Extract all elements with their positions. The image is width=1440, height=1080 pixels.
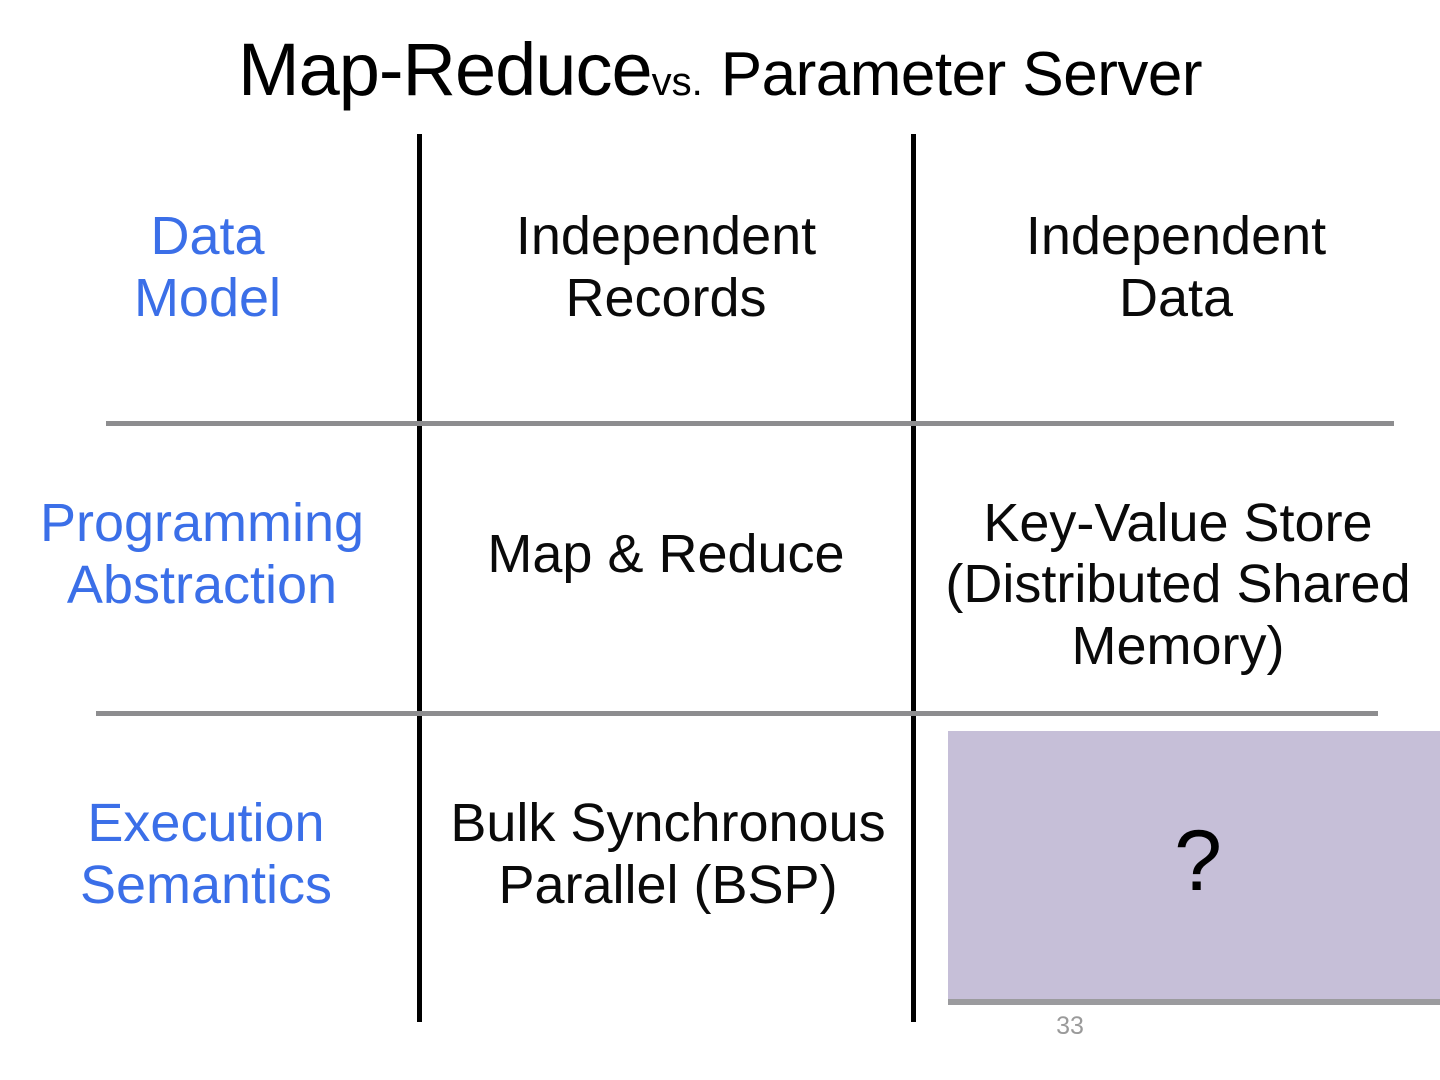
cell-paramserver-data-model: Independent Data: [916, 185, 1436, 350]
cell-paramserver-programming-abstraction: Key-Value Store (Distributed Shared Memo…: [916, 470, 1440, 700]
slide-title: Map-Reducevs. Parameter Server: [0, 26, 1440, 114]
cell-mapreduce-programming-abstraction: Map & Reduce: [487, 524, 845, 585]
column-divider-right: [911, 134, 916, 1022]
row-label-execution-semantics-line2: Semantics: [79, 854, 333, 915]
row-divider-2: [96, 711, 1378, 716]
cell-mapreduce-data-model: Independent Records: [422, 185, 910, 350]
row-label-programming-abstraction-line2: Abstraction: [66, 554, 338, 615]
cell-mapreduce-execution-semantics: Bulk Synchronous Parallel (BSP): [418, 772, 918, 937]
row-label-data-model-line2: Model: [133, 267, 282, 328]
cell-mapreduce-data-model-line2: Records: [565, 267, 767, 328]
row-label-execution-semantics-line1: Execution: [87, 792, 325, 853]
row-label-data-model: Data Model: [0, 185, 415, 350]
slide-number: 33: [1056, 1012, 1084, 1040]
cell-paramserver-data-model-line2: Data: [1118, 267, 1234, 328]
title-left-term: Map-Reduce: [237, 28, 653, 111]
row-label-programming-abstraction: Programming Abstraction: [0, 472, 412, 637]
cell-mapreduce-execution-semantics-line2: Parallel (BSP): [498, 854, 838, 915]
cell-paramserver-data-model-line1: Independent: [1025, 205, 1327, 266]
cell-mapreduce-execution-semantics-line1: Bulk Synchronous: [450, 792, 886, 853]
cell-paramserver-execution-semantics-placeholder: ?: [948, 731, 1440, 1005]
cell-paramserver-programming-abstraction-line2: (Distributed Shared: [945, 554, 1411, 615]
row-label-data-model-line1: Data: [150, 205, 265, 266]
cell-mapreduce-data-model-line1: Independent: [515, 205, 817, 266]
title-right-term: Parameter Server: [720, 40, 1203, 109]
row-divider-1: [106, 421, 1394, 426]
row-label-programming-abstraction-line1: Programming: [39, 492, 365, 553]
question-mark-glyph: ?: [1174, 813, 1222, 909]
title-versus: vs.: [651, 60, 703, 104]
column-divider-left: [417, 134, 422, 1022]
row-label-execution-semantics: Execution Semantics: [0, 772, 412, 937]
cell-paramserver-programming-abstraction-line3: Memory): [1071, 615, 1285, 676]
cell-paramserver-programming-abstraction-line1: Key-Value Store: [983, 492, 1373, 553]
